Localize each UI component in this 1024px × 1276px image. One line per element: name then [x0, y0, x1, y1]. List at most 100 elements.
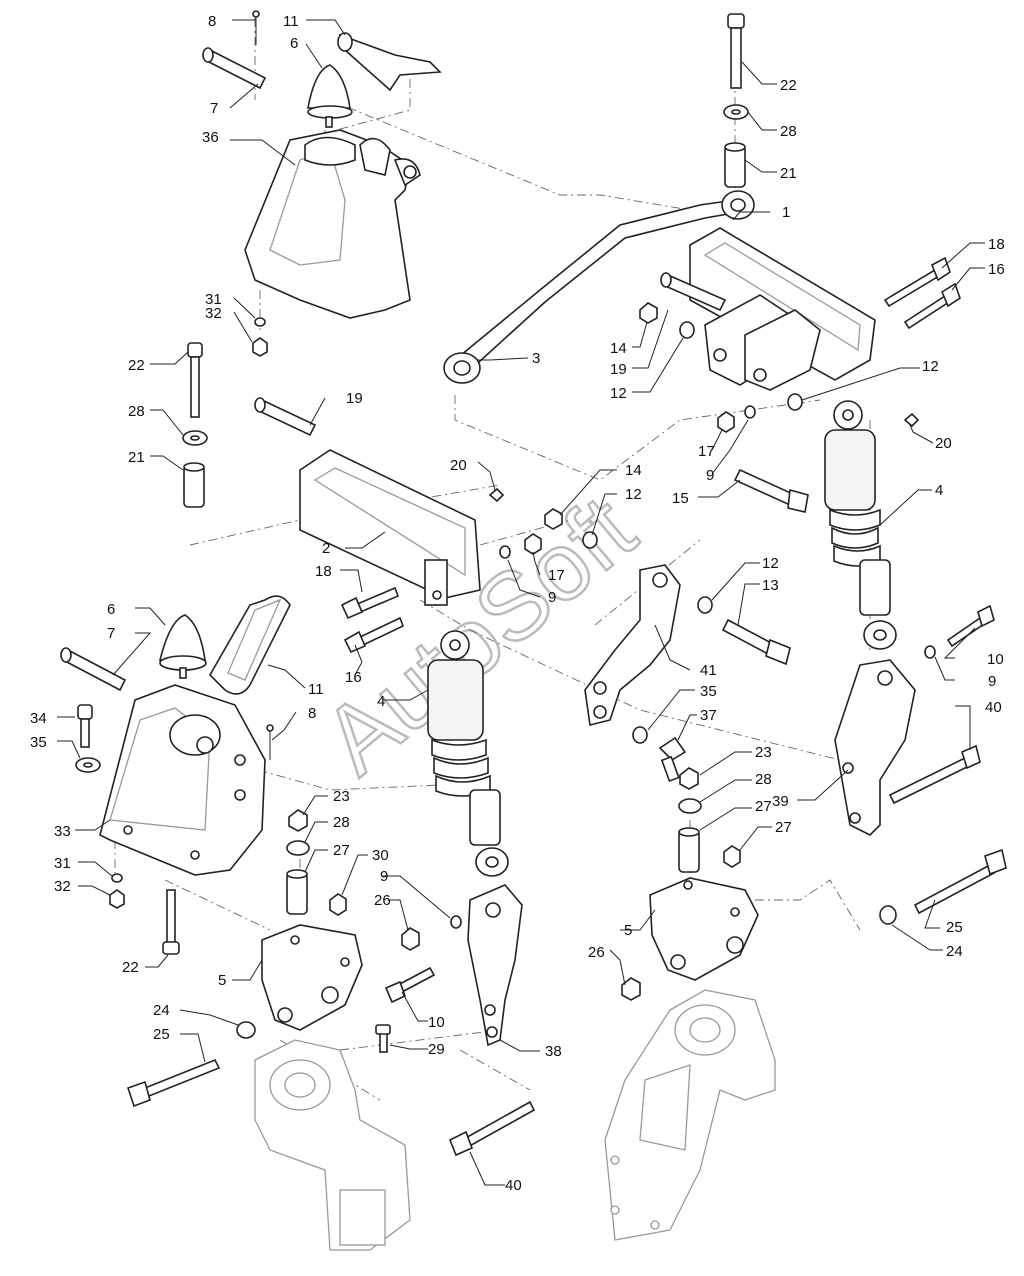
bolt-22a [187, 342, 203, 418]
callout-16: 16 [988, 261, 1005, 278]
bolt-34 [77, 704, 93, 748]
bush-27b [678, 827, 700, 873]
callout-40: 40 [985, 699, 1002, 716]
callout-33: 33 [54, 823, 71, 840]
shock-absorber-4b [427, 630, 509, 877]
callout-17: 17 [698, 443, 715, 460]
washer-28c [286, 840, 310, 856]
bracket-38 [467, 884, 523, 1047]
callout-5: 5 [218, 972, 226, 989]
callout-24: 24 [946, 943, 963, 960]
washer-28a [182, 430, 208, 446]
callout-23: 23 [755, 744, 772, 761]
callout-26: 26 [374, 892, 391, 909]
nut-32b [109, 889, 125, 909]
pin-7a [202, 47, 267, 90]
rear-mount-bracket-36 [244, 129, 421, 319]
callout-6: 6 [107, 601, 115, 618]
bolt-10a [946, 604, 995, 648]
callout-28: 28 [755, 771, 772, 788]
nut-17a [717, 411, 735, 433]
callout-30: 30 [372, 847, 389, 864]
split-pin-8a [252, 10, 260, 45]
callout-40: 40 [505, 1177, 522, 1194]
nut-20b [488, 487, 505, 503]
bracket-41 [584, 564, 681, 726]
washer-9b [499, 545, 511, 559]
mount-bracket-33 [99, 684, 266, 876]
bolt-22b [727, 13, 745, 89]
shock-absorber-4a [824, 400, 897, 650]
frame-bracket-right [604, 989, 776, 1241]
callout-41: 41 [700, 662, 717, 679]
callout-18: 18 [315, 563, 332, 580]
callout-18: 18 [988, 236, 1005, 253]
callout-14: 14 [610, 340, 627, 357]
bolt-15 [733, 468, 809, 513]
callout-9: 9 [380, 868, 388, 885]
bolt-22c [162, 889, 180, 955]
callout-28: 28 [128, 403, 145, 420]
callout-38: 38 [545, 1043, 562, 1060]
bolt-10b [384, 966, 436, 1004]
pin-7b [60, 647, 127, 692]
callout-7: 7 [107, 625, 115, 642]
callout-4: 4 [377, 693, 385, 710]
bolt-18a [883, 256, 951, 308]
callout-leaders [57, 19, 985, 1186]
callout-32: 32 [205, 305, 222, 322]
callout-27: 27 [775, 819, 792, 836]
callout-24: 24 [153, 1002, 170, 1019]
callout-28: 28 [780, 123, 797, 140]
washer-28d [678, 798, 702, 814]
callout-32: 32 [54, 878, 71, 895]
callout-7: 7 [210, 100, 218, 117]
strap-11b [209, 595, 291, 695]
callout-23: 23 [333, 788, 350, 805]
bush-21b [724, 142, 746, 188]
bolt-40a [888, 744, 981, 805]
rubber-stop-6a [307, 64, 353, 128]
nut-14b [544, 508, 563, 530]
callout-10: 10 [987, 651, 1004, 668]
bolt-13 [721, 618, 791, 666]
callout-39: 39 [772, 793, 789, 810]
bush-27a [286, 869, 308, 915]
washer-9d [450, 915, 462, 929]
callout-11: 11 [308, 681, 324, 698]
callout-5: 5 [624, 922, 632, 939]
callout-22: 22 [122, 959, 139, 976]
bolt-40b [448, 1100, 536, 1157]
callout-29: 29 [428, 1041, 445, 1058]
pin-19a [660, 272, 727, 312]
washer-12c [582, 531, 598, 549]
callout-17: 17 [548, 567, 565, 584]
washer-35b [632, 726, 648, 744]
nut-30 [329, 893, 347, 916]
washer-24b [879, 905, 897, 925]
nut-27c [723, 845, 741, 868]
callout-35: 35 [700, 683, 717, 700]
callout-6: 6 [290, 35, 298, 52]
callout-11: 11 [283, 13, 299, 30]
nut-26a [401, 927, 420, 951]
bolt-16a [903, 282, 961, 330]
callout-12: 12 [625, 486, 642, 503]
washer-9c [924, 645, 936, 659]
callout-37: 37 [700, 707, 717, 724]
callout-20: 20 [450, 457, 467, 474]
callout-25: 25 [946, 919, 963, 936]
callout-36: 36 [202, 129, 219, 146]
washer-31b [111, 873, 123, 883]
callout-35: 35 [30, 734, 47, 751]
callout-19: 19 [346, 390, 363, 407]
callout-12: 12 [922, 358, 939, 375]
callout-34: 34 [30, 710, 47, 727]
callout-28: 28 [333, 814, 350, 831]
bolt-29 [375, 1024, 391, 1053]
nut-17b [524, 533, 542, 555]
callout-21: 21 [128, 449, 145, 466]
nut-23b [679, 767, 699, 790]
callout-21: 21 [780, 165, 797, 182]
